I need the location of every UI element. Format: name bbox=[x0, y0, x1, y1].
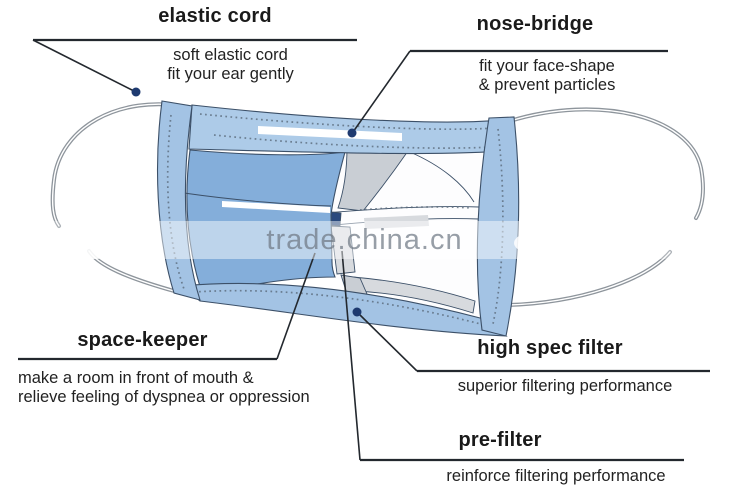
layer-fold-line bbox=[409, 151, 475, 203]
left-edge-band bbox=[156, 100, 201, 301]
elastic-cord-desc-line1: soft elastic cord bbox=[173, 46, 288, 64]
pre-filter-label: pre-filter bbox=[458, 429, 542, 451]
elastic-cord-description: soft elastic cord fit your ear gently bbox=[133, 46, 328, 84]
nose-bridge-desc-line1: fit your face-shape bbox=[479, 57, 615, 75]
high-spec-filter-description: superior filtering performance bbox=[457, 377, 673, 395]
right-ear-loop-cord bbox=[506, 107, 706, 307]
leader-lines bbox=[18, 38, 710, 462]
blur-artifact bbox=[514, 230, 578, 256]
nose-bridge-anchor-dot bbox=[347, 128, 357, 138]
space-keeper-description: make a room in front of mouth & relieve … bbox=[18, 369, 378, 407]
pre-filter-edge bbox=[352, 276, 476, 314]
right-edge-band bbox=[476, 116, 520, 337]
high-spec-filter-anchor-dot bbox=[352, 307, 362, 317]
nose-bridge-desc-line2: & prevent particles bbox=[478, 76, 616, 94]
blur-artifact bbox=[62, 233, 122, 259]
space-keeper-label: space-keeper bbox=[77, 329, 208, 351]
space-keeper-desc-line2: relieve feeling of dyspnea or oppression bbox=[18, 388, 310, 406]
filter-layer-stack bbox=[286, 146, 500, 332]
space-keeper-strip bbox=[330, 225, 356, 275]
nose-bridge-pocket bbox=[258, 126, 402, 141]
front-panel bbox=[183, 149, 346, 297]
elastic-cord-label: elastic cord bbox=[158, 5, 272, 27]
pleat-slit bbox=[222, 201, 330, 213]
watermark: trade.china.cn bbox=[0, 221, 729, 259]
high-spec-filter-edge bbox=[364, 215, 429, 229]
elastic-cord-anchor-dot bbox=[131, 87, 141, 97]
high-spec-filter-label: high spec filter bbox=[477, 337, 623, 359]
space-keeper-desc-line1: make a room in front of mouth & bbox=[18, 369, 254, 387]
blur-artifact bbox=[666, 224, 710, 244]
pre-filter-description: reinforce filtering performance bbox=[446, 467, 666, 485]
pleat-crease bbox=[183, 192, 332, 207]
nose-bridge-label: nose-bridge bbox=[476, 13, 594, 35]
elastic-cord-desc-line2: fit your ear gently bbox=[167, 65, 294, 83]
nose-bridge-description: fit your face-shape & prevent particles bbox=[450, 57, 644, 95]
